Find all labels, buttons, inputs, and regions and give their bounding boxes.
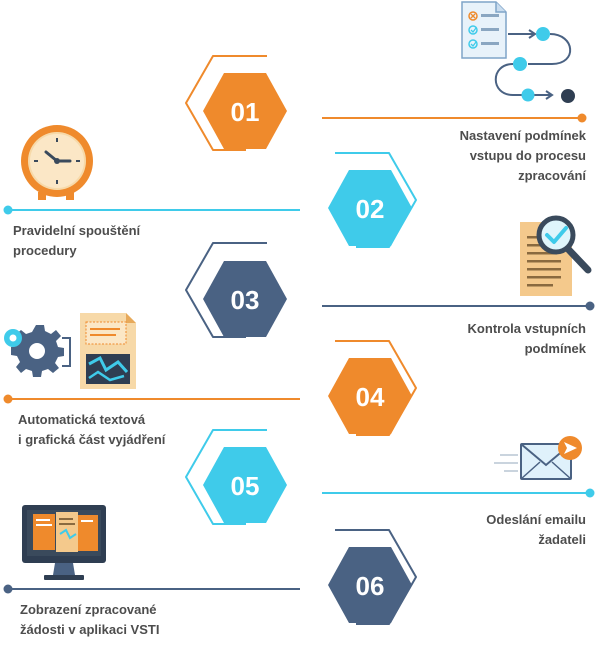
email-icon [494, 436, 582, 480]
step-label-02-line-1: Pravidelní spouštění [13, 223, 141, 238]
step-label-02-line-2: procedury [13, 243, 77, 258]
step-label-03-line-2: podmínek [524, 341, 586, 356]
hexagon-02 [328, 170, 412, 246]
step-label-02: Pravidelní spouštění procedury [13, 221, 140, 261]
connector-dot-06 [3, 584, 13, 594]
connector-lines [3, 113, 595, 594]
connector-dot-03 [585, 301, 595, 311]
step-label-03-line-1: Kontrola vstupních [467, 321, 586, 336]
hexagon-01 [203, 73, 287, 149]
step-label-06-line-2: žádosti v aplikaci VSTI [20, 622, 160, 637]
connector-dot-02 [3, 205, 13, 215]
step-label-01: Nastavení podmínek vstupu do procesu zpr… [460, 126, 586, 186]
hexagon-outline-01 [185, 55, 267, 151]
hexagon-outline-02 [335, 152, 417, 248]
step-label-05-line-2: žadateli [538, 532, 586, 547]
hexagon-04 [328, 358, 412, 434]
hexagon-03 [203, 261, 287, 337]
step-number-02: 02 [356, 194, 385, 224]
step-number-03: 03 [231, 285, 260, 315]
step-label-01-line-1: Nastavení podmínek [459, 128, 586, 143]
step-label-04: Automatická textová i grafická část vyjá… [18, 410, 165, 450]
hexagon-outline-04 [335, 340, 417, 436]
step-label-04-line-2: i grafická část vyjádření [18, 432, 166, 447]
step-label-03: Kontrola vstupních podmínek [468, 319, 586, 359]
monitor-icon [22, 505, 106, 580]
step-label-05-line-1: Odeslání emailu [486, 512, 586, 527]
step-number-01: 01 [231, 97, 260, 127]
hexagons [203, 73, 412, 623]
step-numbers: 01 02 03 04 05 06 [231, 97, 385, 601]
hexagon-06 [328, 547, 412, 623]
step-label-01-line-2: vstupu do procesu [469, 148, 586, 163]
step-label-06-line-1: Zobrazení zpracované [20, 602, 157, 617]
step-number-06: 06 [356, 571, 385, 601]
step-label-06: Zobrazení zpracované žádosti v aplikaci … [20, 600, 159, 640]
step-number-04: 04 [356, 382, 385, 412]
document-magnifier-icon [520, 215, 592, 296]
hexagon-outline-05 [185, 429, 267, 525]
gears-document-icon [4, 313, 136, 389]
step-label-01-line-3: zpracování [518, 168, 586, 183]
step-label-04-line-1: Automatická textová [18, 412, 146, 427]
connector-dot-05 [585, 488, 595, 498]
step-label-05: Odeslání emailu žadateli [486, 510, 586, 550]
hexagon-outline-06 [335, 529, 417, 625]
connector-dot-01 [577, 113, 587, 123]
clock-icon [21, 125, 93, 200]
checklist-flow-icon [461, 1, 575, 103]
hexagon-outlines [185, 55, 417, 625]
hexagon-05 [203, 447, 287, 523]
step-number-05: 05 [231, 471, 260, 501]
connector-dot-04 [3, 394, 13, 404]
